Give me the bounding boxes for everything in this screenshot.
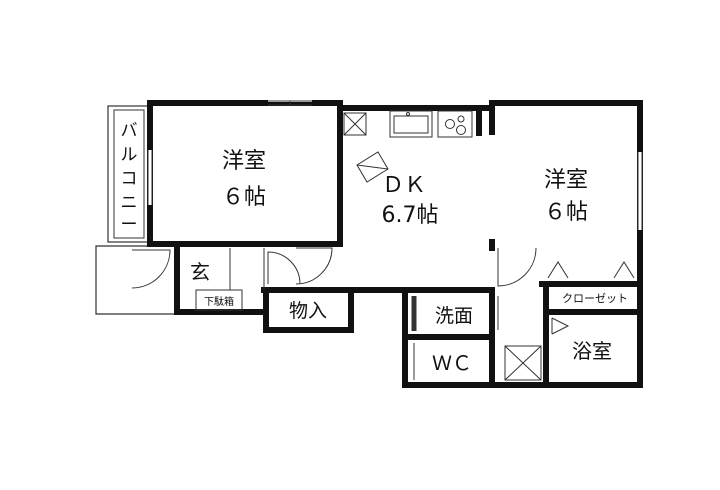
air-conditioner-icon: [356, 151, 389, 183]
balcony-char-1: バ: [121, 121, 138, 141]
room-name-closet: クローゼット: [562, 292, 628, 305]
room-name-bath: 浴室: [572, 339, 612, 363]
room-name-storage: 物入: [289, 300, 327, 322]
room-size-dk: 6.7帖: [382, 203, 439, 228]
room-size-western-right: ６帖: [544, 200, 588, 225]
walls: [147, 100, 643, 388]
balcony: バ ル コ ニ ー: [107, 105, 151, 243]
entrance-porch: [95, 245, 174, 315]
room-size-western-left: ６帖: [222, 185, 266, 210]
washing-machine-space-icon: [504, 345, 542, 381]
kitchen-sink-icon: [389, 110, 433, 138]
refrigerator-space-icon: [343, 112, 367, 136]
room-name-dk: ＤＫ: [382, 173, 426, 198]
thin-details: [131, 98, 643, 380]
room-name-western-right: 洋室: [544, 168, 588, 193]
balcony-char-2: ル: [121, 145, 138, 165]
room-name-entrance: 玄: [190, 260, 210, 284]
balcony-char-3: コ: [121, 169, 138, 189]
room-name-western-left: 洋室: [222, 149, 266, 174]
dk-wall-column: [476, 108, 482, 136]
balcony-char-5: ー: [121, 215, 138, 235]
room-name-wc: ＷＣ: [432, 351, 472, 375]
two-burner-stove-icon: [437, 110, 473, 138]
label-shoe-box: 下駄箱: [204, 295, 234, 308]
balcony-char-4: ニ: [121, 193, 138, 213]
room-name-washroom: 洗面: [435, 305, 473, 327]
